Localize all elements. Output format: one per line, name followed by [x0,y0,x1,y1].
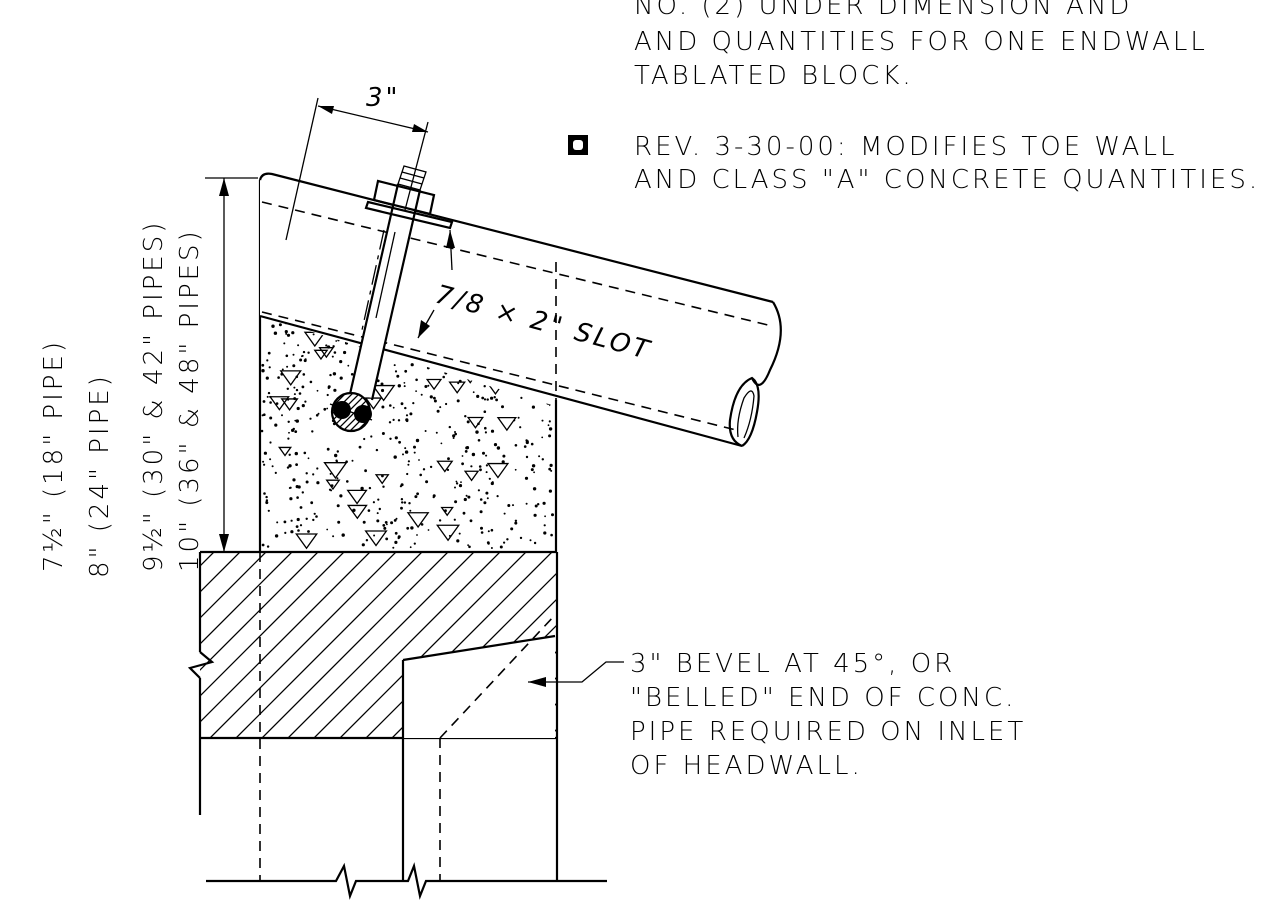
note-line-1: NO. (2) UNDER DIMENSION AND [634,0,1132,21]
callout-line-1: 3" BEVEL AT 45°, OR [630,649,955,679]
note-line-2: AND QUANTITIES FOR ONE ENDWALL [634,27,1208,57]
callout-line-3: PIPE REQUIRED ON INLET [630,717,1026,747]
callout-line-2: "BELLED" END OF CONC. [630,683,1016,713]
height-label-30-42-pipes: 9½" (30" & 42" PIPES) [139,220,169,572]
general-note: NO. (2) UNDER DIMENSION AND AND QUANTITI… [634,0,1208,91]
height-label-36-48-pipes: 10" (36" & 48" PIPES) [175,228,205,572]
callout-line-4: OF HEADWALL. [630,751,863,781]
revision-line-2: AND CLASS "A" CONCRETE QUANTITIES. [634,165,1260,195]
bevel-callout: 3" BEVEL AT 45°, OR "BELLED" END OF CONC… [528,649,1026,781]
note-line-3: TABLATED BLOCK. [634,61,914,91]
pipe-opening [259,552,556,880]
height-dimension: 7½" (18" PIPE) 8" (24" PIPE) 9½" (30" & … [39,177,258,578]
top-width-dimension: 3" [285,83,429,241]
height-label-18-pipe: 7½" (18" PIPE) [39,339,69,572]
revision-line-1: REV. 3-30-00: MODIFIES TOE WALL [634,132,1177,162]
revision-note: REV. 3-30-00: MODIFIES TOE WALL AND CLAS… [568,132,1260,195]
top-width-label: 3" [366,83,401,113]
height-label-24-pipe: 8" (24" PIPE) [85,373,115,578]
ground-line [206,862,607,900]
